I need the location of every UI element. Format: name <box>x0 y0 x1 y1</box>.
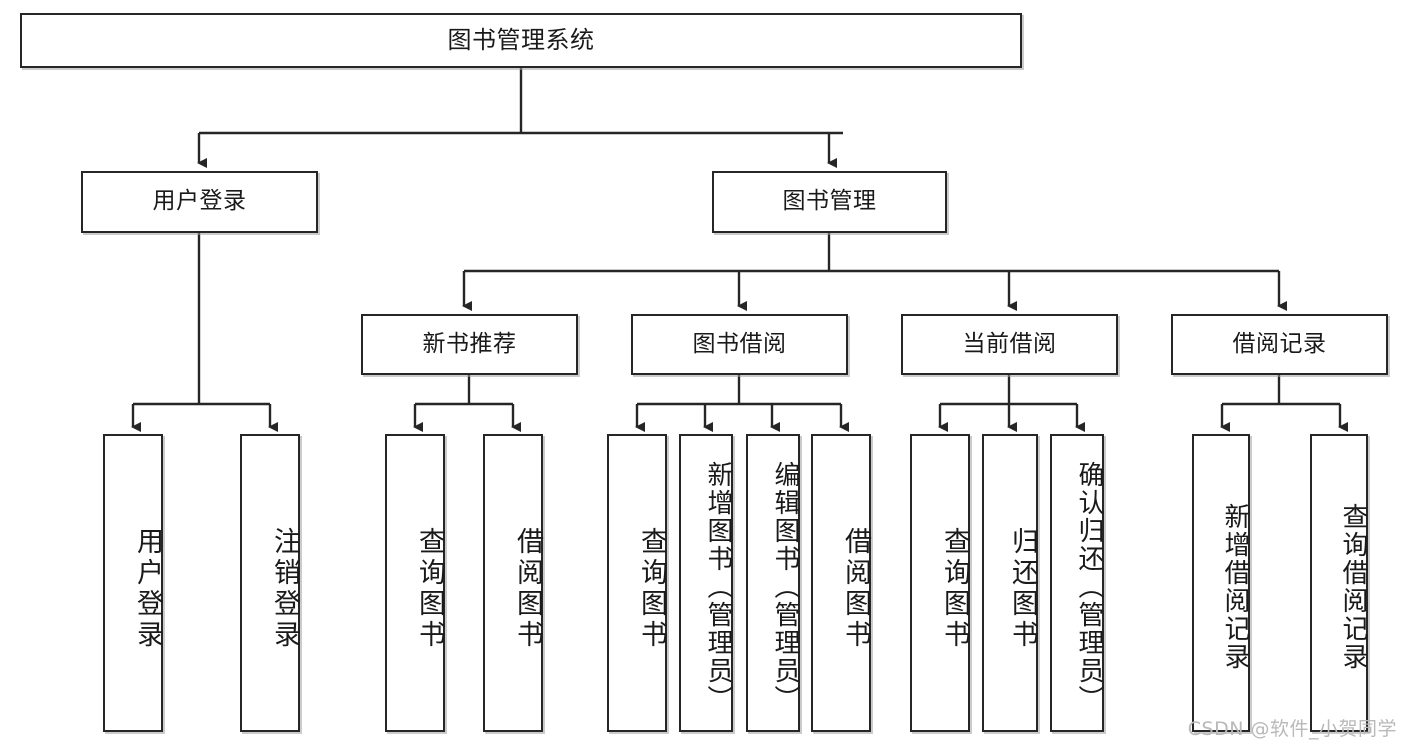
node-leaf-return-book[interactable]: 归还图书 <box>982 434 1038 732</box>
node-new-book-recommendation-label: 新书推荐 <box>422 330 517 357</box>
node-leaf-query-book-2-label: 查询图书 <box>636 527 667 651</box>
node-new-book-recommendation[interactable]: 新书推荐 <box>361 314 578 375</box>
node-leaf-borrow-book-2[interactable]: 借阅图书 <box>811 434 871 732</box>
node-leaf-borrow-book-1-label: 借阅图书 <box>512 527 543 651</box>
edges-root-to-level2 <box>197 68 843 168</box>
node-root-label: 图书管理系统 <box>447 26 595 55</box>
node-user-login[interactable]: 用户登录 <box>81 171 318 233</box>
node-leaf-query-book-3-label: 查询图书 <box>939 527 970 651</box>
node-current-borrowing[interactable]: 当前借阅 <box>901 314 1118 375</box>
node-user-login-label: 用户登录 <box>152 188 247 215</box>
node-book-borrowing-label: 图书借阅 <box>692 330 787 357</box>
node-leaf-query-borrow-record[interactable]: 查询借阅记录 <box>1310 434 1368 732</box>
node-leaf-add-borrow-record[interactable]: 新增借阅记录 <box>1192 434 1250 732</box>
node-leaf-return-book-label: 归还图书 <box>1007 527 1038 651</box>
node-leaf-confirm-return-admin-label: 确认归还（管理员） <box>1074 461 1104 713</box>
csdn-watermark: CSDN @软件_小贺同学 <box>1187 718 1397 740</box>
node-leaf-add-book-admin[interactable]: 新增图书（管理员） <box>679 434 733 732</box>
node-leaf-edit-book-admin[interactable]: 编辑图书（管理员） <box>746 434 800 732</box>
node-book-management-label: 图书管理 <box>782 188 877 215</box>
edges-currentborrow-to-leaves <box>938 375 1085 432</box>
node-leaf-logout-label: 注销登录 <box>269 527 300 651</box>
node-book-management[interactable]: 图书管理 <box>712 171 947 233</box>
node-book-borrowing[interactable]: 图书借阅 <box>631 314 848 375</box>
node-leaf-edit-book-admin-label: 编辑图书（管理员） <box>770 461 800 713</box>
node-leaf-borrow-book-1[interactable]: 借阅图书 <box>483 434 543 732</box>
node-leaf-user-login-label: 用户登录 <box>132 527 163 651</box>
node-leaf-query-borrow-record-label: 查询借阅记录 <box>1338 503 1368 671</box>
edges-borrowrecord-to-leaves <box>1220 375 1348 432</box>
node-current-borrowing-label: 当前借阅 <box>962 330 1057 357</box>
edges-bookborrow-to-leaves <box>635 375 849 432</box>
node-leaf-user-login[interactable]: 用户登录 <box>103 434 163 732</box>
node-leaf-query-book-1-label: 查询图书 <box>414 527 445 651</box>
node-leaf-add-borrow-record-label: 新增借阅记录 <box>1220 503 1250 671</box>
node-borrowing-record[interactable]: 借阅记录 <box>1171 314 1388 375</box>
node-leaf-add-book-admin-label: 新增图书（管理员） <box>703 461 733 713</box>
edges-newbook-to-leaves <box>413 375 521 432</box>
edges-bookmanage-to-level3 <box>462 233 1287 311</box>
node-leaf-borrow-book-2-label: 借阅图书 <box>840 527 871 651</box>
node-leaf-query-book-3[interactable]: 查询图书 <box>910 434 970 732</box>
edges-userlogin-to-leaves <box>131 233 278 432</box>
node-borrowing-record-label: 借阅记录 <box>1232 330 1327 357</box>
node-leaf-confirm-return-admin[interactable]: 确认归还（管理员） <box>1050 434 1104 732</box>
node-root-library-system[interactable]: 图书管理系统 <box>20 13 1022 68</box>
node-leaf-logout[interactable]: 注销登录 <box>240 434 300 732</box>
node-leaf-query-book-1[interactable]: 查询图书 <box>385 434 445 732</box>
node-leaf-query-book-2[interactable]: 查询图书 <box>607 434 667 732</box>
